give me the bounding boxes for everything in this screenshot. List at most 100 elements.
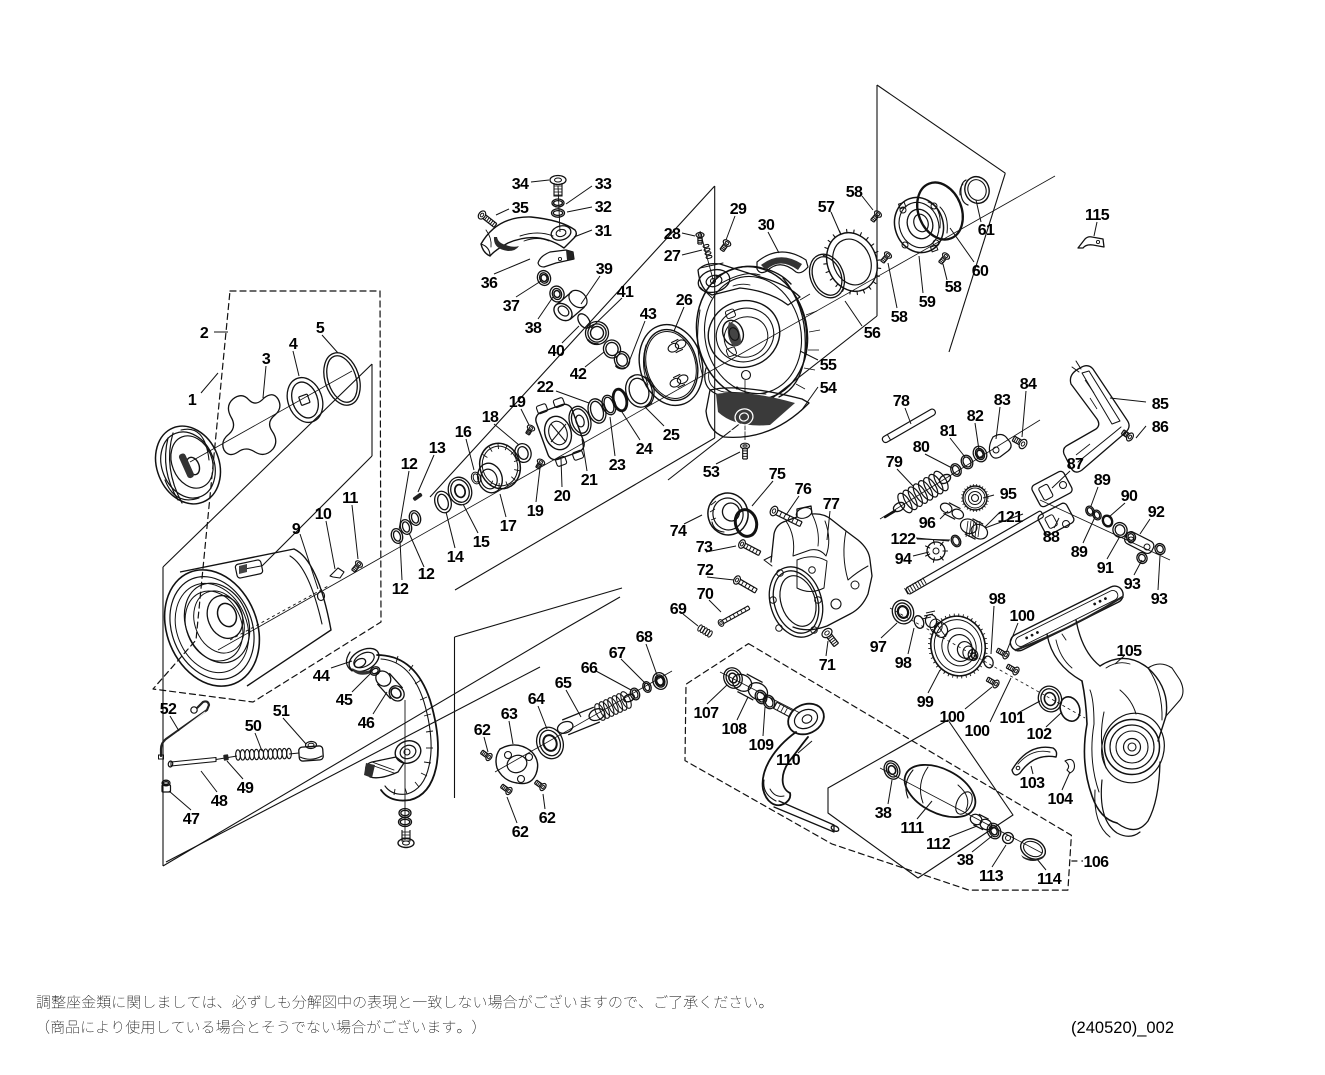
svg-text:93: 93 [1124, 576, 1141, 593]
svg-text:22: 22 [537, 379, 554, 396]
svg-text:35: 35 [512, 200, 529, 217]
svg-text:21: 21 [581, 472, 598, 489]
svg-text:33: 33 [595, 176, 612, 193]
svg-text:30: 30 [758, 217, 775, 234]
svg-text:27: 27 [664, 248, 681, 265]
svg-text:110: 110 [776, 752, 801, 769]
svg-text:66: 66 [581, 660, 598, 677]
svg-text:91: 91 [1097, 560, 1114, 577]
svg-text:76: 76 [795, 481, 812, 498]
svg-text:79: 79 [886, 454, 903, 471]
svg-text:29: 29 [730, 201, 747, 218]
svg-text:3: 3 [262, 351, 271, 368]
svg-text:53: 53 [703, 464, 720, 481]
svg-text:107: 107 [694, 705, 720, 722]
svg-text:92: 92 [1148, 504, 1165, 521]
svg-text:23: 23 [609, 457, 626, 474]
svg-text:115: 115 [1085, 207, 1110, 224]
svg-text:57: 57 [818, 199, 835, 216]
svg-text:4: 4 [289, 336, 298, 353]
svg-text:39: 39 [596, 261, 613, 278]
svg-text:59: 59 [919, 294, 936, 311]
svg-text:109: 109 [749, 737, 775, 754]
svg-text:81: 81 [940, 423, 957, 440]
svg-text:(240520)_002: (240520)_002 [1071, 1019, 1174, 1037]
svg-text:55: 55 [820, 357, 837, 374]
svg-text:77: 77 [823, 496, 840, 513]
svg-text:16: 16 [455, 424, 472, 441]
svg-text:54: 54 [820, 380, 837, 397]
svg-text:122: 122 [891, 531, 917, 548]
svg-text:72: 72 [697, 562, 714, 579]
svg-text:104: 104 [1048, 791, 1074, 808]
svg-text:52: 52 [160, 701, 177, 718]
svg-text:111: 111 [900, 820, 924, 837]
svg-text:19: 19 [527, 503, 544, 520]
svg-text:12: 12 [392, 581, 409, 598]
svg-text:47: 47 [183, 811, 200, 828]
svg-text:68: 68 [636, 629, 653, 646]
svg-text:56: 56 [864, 325, 881, 342]
svg-text:46: 46 [358, 715, 375, 732]
svg-text:108: 108 [722, 721, 748, 738]
svg-text:74: 74 [670, 523, 687, 540]
svg-text:13: 13 [429, 440, 446, 457]
svg-text:100: 100 [940, 709, 966, 726]
svg-text:89: 89 [1071, 544, 1088, 561]
svg-text:105: 105 [1117, 643, 1143, 660]
svg-text:61: 61 [978, 222, 995, 239]
svg-text:80: 80 [913, 439, 930, 456]
svg-text:101: 101 [1000, 710, 1026, 727]
svg-text:19: 19 [509, 394, 526, 411]
svg-text:60: 60 [972, 263, 989, 280]
svg-text:62: 62 [512, 824, 529, 841]
svg-text:31: 31 [595, 223, 612, 240]
svg-text:114: 114 [1037, 871, 1062, 888]
svg-text:45: 45 [336, 692, 353, 709]
svg-text:85: 85 [1152, 396, 1169, 413]
svg-text:1: 1 [188, 392, 197, 409]
svg-text:18: 18 [482, 409, 499, 426]
svg-text:102: 102 [1027, 726, 1053, 743]
svg-text:121: 121 [998, 509, 1024, 526]
svg-text:87: 87 [1067, 456, 1084, 473]
svg-text:38: 38 [875, 805, 892, 822]
svg-text:86: 86 [1152, 419, 1169, 436]
svg-text:88: 88 [1043, 529, 1060, 546]
svg-text:17: 17 [500, 518, 517, 535]
svg-text:12: 12 [401, 456, 418, 473]
svg-text:64: 64 [528, 691, 545, 708]
svg-text:89: 89 [1094, 472, 1111, 489]
svg-text:62: 62 [539, 810, 556, 827]
svg-text:95: 95 [1000, 486, 1017, 503]
svg-text:82: 82 [967, 408, 984, 425]
svg-text:34: 34 [512, 176, 529, 193]
svg-text:98: 98 [989, 591, 1006, 608]
svg-text:49: 49 [237, 780, 254, 797]
svg-text:2: 2 [200, 325, 209, 342]
svg-text:9: 9 [292, 521, 301, 538]
svg-text:83: 83 [994, 392, 1011, 409]
svg-text:73: 73 [696, 539, 713, 556]
svg-text:28: 28 [664, 226, 681, 243]
svg-text:94: 94 [895, 551, 912, 568]
svg-text:97: 97 [870, 639, 887, 656]
svg-text:70: 70 [697, 586, 714, 603]
svg-text:58: 58 [891, 309, 908, 326]
svg-text:12: 12 [418, 566, 435, 583]
svg-text:38: 38 [525, 320, 542, 337]
svg-text:37: 37 [503, 298, 520, 315]
svg-text:96: 96 [919, 515, 936, 532]
svg-text:93: 93 [1151, 591, 1168, 608]
svg-text:63: 63 [501, 706, 518, 723]
svg-text:32: 32 [595, 199, 612, 216]
svg-text:58: 58 [846, 184, 863, 201]
svg-text:50: 50 [245, 718, 262, 735]
svg-text:62: 62 [474, 722, 491, 739]
svg-text:106: 106 [1084, 854, 1110, 871]
svg-text:98: 98 [895, 655, 912, 672]
svg-text:42: 42 [570, 366, 587, 383]
svg-text:38: 38 [957, 852, 974, 869]
svg-text:78: 78 [893, 393, 910, 410]
svg-text:15: 15 [473, 534, 490, 551]
